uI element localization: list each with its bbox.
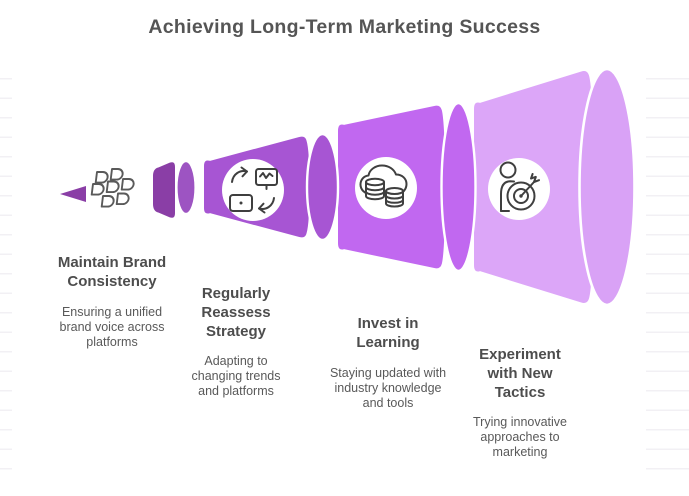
stage-3-label: Invest in Learning Staying updated with …	[313, 315, 463, 411]
stage-1-heading: Maintain Brand Consistency	[57, 254, 167, 290]
stage-2-heading: Regularly Reassess Strategy	[201, 285, 271, 340]
funnel-stage-3-cap	[440, 101, 477, 273]
funnel-stage-2-cap	[305, 132, 340, 242]
funnel-stage-4-cap	[578, 67, 636, 307]
stage-2-description: Adapting to changing trends and platform…	[191, 354, 281, 399]
stage-1-label: Maintain Brand Consistency Ensuring a un…	[32, 254, 192, 350]
stage-3-description: Staying updated with industry knowledge …	[329, 365, 447, 410]
stage-3-heading: Invest in Learning	[356, 315, 420, 351]
cloud-database-icon	[359, 164, 408, 208]
funnel-stage-1-body	[151, 160, 177, 220]
device-sync-icon	[229, 166, 278, 214]
stage-2-label: Regularly Reassess Strategy Adapting to …	[161, 285, 311, 399]
stage-1-description: Ensuring a unified brand voice across pl…	[59, 304, 165, 349]
letter-blocks-icon	[90, 168, 135, 208]
person-target-icon	[499, 161, 540, 212]
funnel-stage-1-cap	[175, 159, 197, 216]
funnel-tip	[60, 186, 86, 202]
stage-4-description: Trying innovative approaches to marketin…	[472, 415, 568, 460]
stage-4-heading: Experiment with New Tactics	[479, 346, 561, 401]
page-title: Achieving Long-Term Marketing Success	[148, 16, 541, 38]
stage-4-label: Experiment with New Tactics Trying innov…	[445, 346, 595, 460]
